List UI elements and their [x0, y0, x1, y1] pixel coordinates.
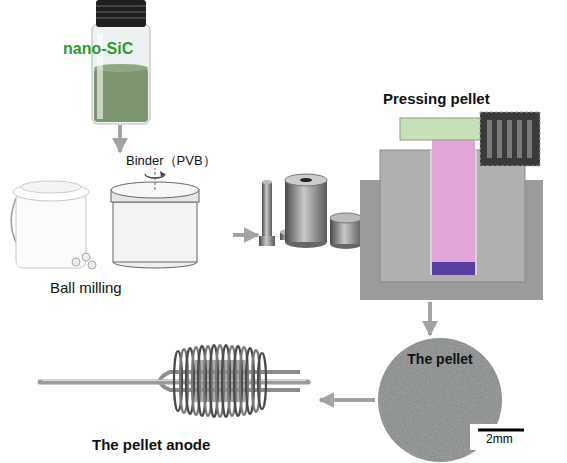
milling-step: Binder（PVB） Ball milling: [8, 152, 233, 300]
press-schematic-part: [432, 138, 475, 264]
die-parts-part: [262, 182, 272, 240]
milling-jar: [11, 181, 96, 269]
press-schematic-part: [497, 120, 502, 158]
die-parts-part: [300, 178, 312, 182]
die-parts: [259, 174, 362, 249]
vial-part: [96, 5, 146, 7]
milling-jar-part: [21, 181, 81, 193]
pellet-step: The pellet: [375, 335, 505, 463]
press-schematic-part: [507, 120, 512, 158]
step-title: The pellet anode: [92, 436, 210, 453]
process-arrow: [428, 302, 432, 335]
planetary-mill-part: [113, 202, 197, 262]
pellet-photo-part: [470, 424, 532, 450]
anode-step: The pellet anode: [35, 338, 320, 460]
pellet-photo-part: [478, 429, 524, 432]
die-parts-part: [285, 174, 327, 186]
press-schematic-part: [527, 120, 532, 158]
planetary-mill-part: [155, 168, 156, 190]
process-arrow: [118, 125, 122, 152]
vial-part: [96, 0, 146, 27]
process-arrow: [233, 233, 258, 237]
press-schematic: [360, 112, 543, 300]
vial-part: [96, 17, 146, 19]
step-title: The pellet: [375, 351, 505, 367]
step-title: Ball milling: [50, 279, 122, 296]
milling-jar-part: [16, 192, 86, 268]
pellet-anode-photo: [40, 345, 308, 417]
vial-part: [96, 11, 146, 13]
step-title: Pressing pellet: [383, 90, 490, 107]
vial: [92, 0, 150, 124]
press-schematic-part: [432, 262, 475, 275]
pellet-anode-photo-part-part: [258, 353, 266, 409]
material-step: nano-SiC: [55, 0, 165, 125]
die-parts-part: [285, 180, 327, 242]
scale-bar-label: 2mm: [486, 433, 513, 447]
process-arrow: [320, 398, 375, 402]
milling-jar-part: [88, 261, 96, 269]
die-parts-part: [259, 236, 275, 246]
press-schematic-part: [480, 112, 540, 166]
planetary-mill: [111, 168, 199, 268]
milling-jar-part: [82, 253, 90, 261]
vial-part: [92, 24, 150, 124]
pressing-step: Pressing pellet: [258, 88, 548, 302]
milling-jar-part: [72, 258, 80, 266]
pellet-anode-photo-part: [174, 345, 266, 417]
press-schematic-part: [517, 120, 522, 158]
die-parts-part: [330, 213, 362, 223]
press-schematic-part: [487, 120, 492, 158]
binder-label: Binder（PVB）: [126, 154, 216, 169]
material-name: nano-SiC: [63, 40, 133, 58]
die-parts-part: [262, 180, 272, 184]
planetary-mill-part: [160, 171, 165, 177]
